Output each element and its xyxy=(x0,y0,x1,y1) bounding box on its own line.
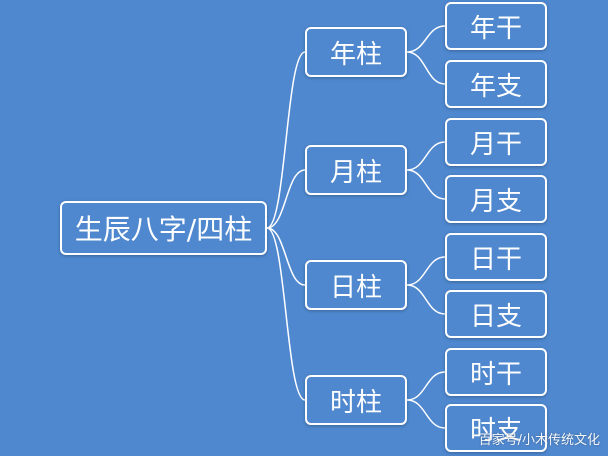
connector-root-to-pillar xyxy=(266,169,306,229)
connector-pillar-to-leaf xyxy=(406,371,446,401)
pillar-node-hour: 时柱 xyxy=(305,375,407,425)
pillar-node-year: 年柱 xyxy=(305,27,407,77)
leaf-node-day-branch: 日支 xyxy=(445,290,547,338)
connector-pillar-to-leaf xyxy=(406,51,446,85)
leaf-node-year-branch: 年支 xyxy=(445,60,547,108)
leaf-node-hour-stem: 时干 xyxy=(445,348,547,396)
connector-pillar-to-leaf xyxy=(406,25,446,53)
connector-root-to-pillar xyxy=(266,51,306,229)
watermark-text: 百家号/小木传统文化 xyxy=(478,433,600,448)
connector-root-to-pillar xyxy=(266,227,306,401)
connector-pillar-to-leaf xyxy=(406,169,446,200)
connector-pillar-to-leaf xyxy=(406,399,446,429)
connector-pillar-to-leaf xyxy=(406,141,446,171)
connector-pillar-to-leaf xyxy=(406,256,446,286)
leaf-node-year-stem: 年干 xyxy=(445,2,547,50)
leaf-node-month-branch: 月支 xyxy=(445,175,547,223)
connector-root-to-pillar xyxy=(266,227,306,286)
pillar-node-day: 日柱 xyxy=(305,260,407,310)
pillar-node-month: 月柱 xyxy=(305,145,407,195)
root-node: 生辰八字/四柱 xyxy=(60,201,267,255)
leaf-node-hour-branch: 时支 xyxy=(445,404,547,452)
connector-pillar-to-leaf xyxy=(406,284,446,315)
leaf-node-month-stem: 月干 xyxy=(445,118,547,166)
leaf-node-day-stem: 日干 xyxy=(445,233,547,281)
